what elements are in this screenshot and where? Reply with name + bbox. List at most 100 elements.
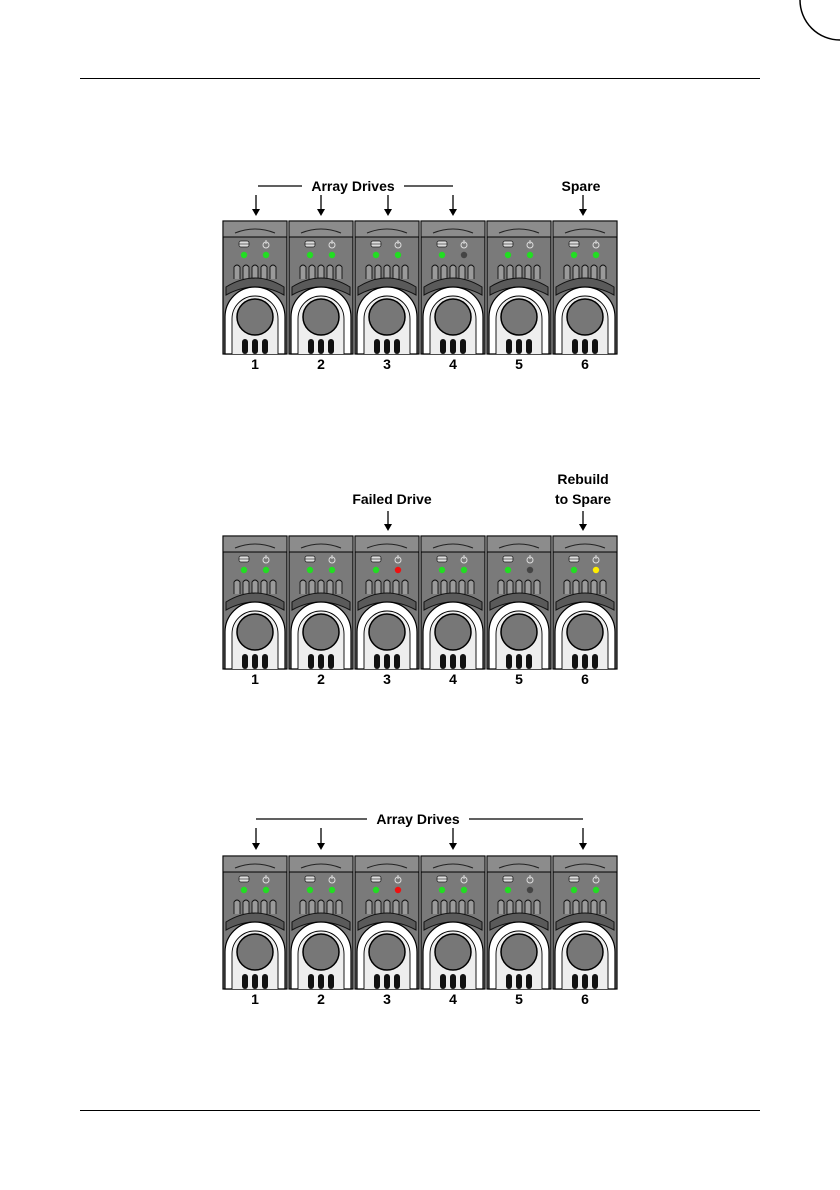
grip-slot	[242, 654, 248, 669]
activity-led	[307, 567, 313, 573]
drive-activity-icon	[239, 876, 249, 882]
grip-slot	[308, 654, 314, 669]
drive-activity-icon	[371, 241, 381, 247]
drive-bay-1	[223, 536, 287, 669]
bay-number: 5	[515, 671, 523, 687]
drive-knob	[501, 614, 537, 650]
grip-slot	[242, 339, 248, 354]
vent-fins	[432, 580, 474, 594]
grip-slot	[328, 654, 334, 669]
bay-number: 5	[515, 991, 523, 1007]
drive-knob	[567, 614, 603, 650]
drive-bay-1	[223, 221, 287, 354]
drive-bay-4	[421, 536, 485, 669]
drive-activity-icon	[437, 241, 447, 247]
grip-slot	[526, 974, 532, 989]
drive-knob	[237, 614, 273, 650]
grip-slot	[308, 339, 314, 354]
drive-knob	[303, 614, 339, 650]
grip-slot	[318, 339, 324, 354]
status-led	[461, 567, 467, 573]
pointer-arrows	[384, 511, 587, 531]
grip-slot	[394, 974, 400, 989]
drive-knob	[435, 934, 471, 970]
grip-slot	[308, 974, 314, 989]
drive-activity-icon	[437, 556, 447, 562]
drive-knob	[303, 299, 339, 335]
status-led	[593, 252, 599, 258]
vent-fins	[300, 265, 342, 279]
pointer-arrows	[252, 828, 587, 850]
vent-fins	[234, 265, 276, 279]
label-array-drives: Array Drives	[258, 178, 453, 194]
status-led	[461, 252, 467, 258]
drive-activity-icon	[305, 556, 315, 562]
grip-slot	[384, 339, 390, 354]
drive-knob	[501, 299, 537, 335]
drive-bay-6	[553, 221, 617, 354]
status-led	[593, 887, 599, 893]
grip-slot	[582, 339, 588, 354]
down-arrow	[384, 195, 392, 216]
grip-slot	[582, 654, 588, 669]
activity-led	[505, 567, 511, 573]
drive-bay-2	[289, 536, 353, 669]
bay-number: 4	[449, 991, 457, 1007]
footer-rule	[80, 1110, 760, 1111]
grip-slot	[592, 654, 598, 669]
grip-slot	[242, 974, 248, 989]
down-arrow	[252, 828, 260, 850]
down-arrow	[579, 195, 587, 216]
header-rule	[80, 78, 760, 79]
drive-activity-icon	[239, 556, 249, 562]
vent-fins	[564, 580, 606, 594]
status-led	[527, 887, 533, 893]
vent-fins	[564, 265, 606, 279]
down-arrow	[579, 828, 587, 850]
vent-fins	[432, 900, 474, 914]
down-arrow	[317, 195, 325, 216]
drive-bay-5	[487, 856, 551, 989]
down-arrow	[252, 195, 260, 216]
grip-slot	[582, 974, 588, 989]
activity-led	[241, 887, 247, 893]
grip-slot	[252, 974, 258, 989]
drive-knob	[369, 299, 405, 335]
figure-2-failed-and-rebuild: Failed Drive Rebuild to Spare 123456	[0, 470, 840, 700]
grip-slot	[440, 654, 446, 669]
grip-slot	[526, 654, 532, 669]
status-led	[329, 567, 335, 573]
drive-activity-icon	[503, 556, 513, 562]
grip-slot	[572, 339, 578, 354]
drive-bay-2	[289, 221, 353, 354]
drive-activity-icon	[569, 556, 579, 562]
grip-slot	[394, 339, 400, 354]
bay-number: 2	[317, 991, 325, 1007]
drive-knob	[567, 934, 603, 970]
bay-number: 3	[383, 671, 391, 687]
drive-activity-icon	[239, 241, 249, 247]
status-led	[395, 887, 401, 893]
drive-knob	[435, 299, 471, 335]
drive-bay-5	[487, 221, 551, 354]
drive-knob	[303, 934, 339, 970]
vent-fins	[498, 265, 540, 279]
rebuild-text-line2: to Spare	[555, 491, 611, 507]
grip-slot	[572, 654, 578, 669]
grip-slot	[516, 654, 522, 669]
drive-bay-3	[355, 221, 419, 354]
grip-slot	[460, 654, 466, 669]
grip-slot	[526, 339, 532, 354]
bay-number: 5	[515, 356, 523, 372]
drive-knob	[435, 614, 471, 650]
pointer-arrows	[252, 195, 587, 216]
grip-slot	[262, 339, 268, 354]
vent-fins	[300, 580, 342, 594]
rebuild-text-line1: Rebuild	[557, 471, 608, 487]
drive-bay-3	[355, 536, 419, 669]
vent-fins	[498, 900, 540, 914]
grip-slot	[328, 339, 334, 354]
grip-slot	[592, 339, 598, 354]
array-drives-text: Array Drives	[376, 811, 459, 827]
status-led	[329, 887, 335, 893]
